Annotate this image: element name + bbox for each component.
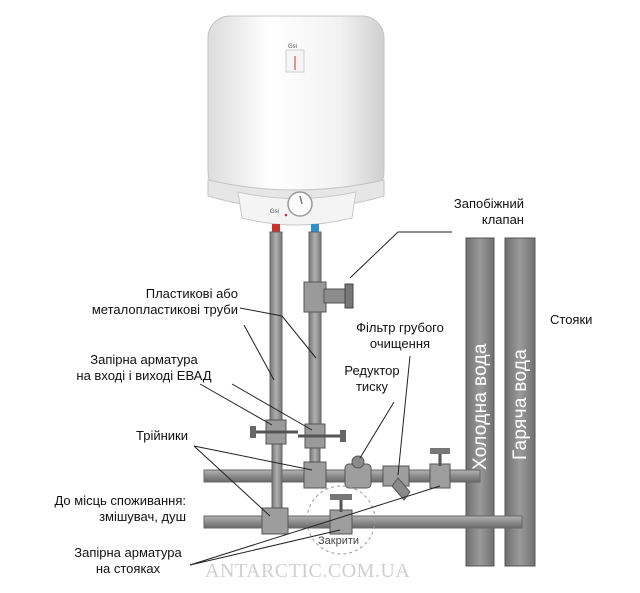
plastic-pipes-label-line1: Пластикові або — [145, 286, 238, 301]
shutoff-inout-label-line1: Запірна арматура — [90, 352, 198, 367]
safety-valve-label-line2: клапан — [481, 212, 524, 227]
risers-label: Стояки — [550, 312, 593, 327]
pressure-reducer-label-line1: Редуктор — [344, 363, 400, 378]
safety-valve — [303, 281, 354, 313]
hot-flex-pipe — [269, 231, 283, 423]
brand-mark-top: Gsi — [288, 44, 297, 50]
pressure-reducer — [344, 455, 372, 489]
shutoff-inout-label: Запірна арматура на вході і виході ЕВАД — [58, 352, 230, 384]
consumers-label-line2: змішувач, душ — [99, 509, 186, 524]
closed-valve-circle — [306, 485, 376, 555]
closed-label: Закрити — [318, 535, 360, 547]
coarse-filter — [382, 465, 411, 501]
tees-label: Трійники — [136, 428, 188, 443]
cold-flex-pipe — [308, 231, 322, 428]
shutoff-risers-label-line2: на стояках — [95, 561, 161, 576]
hot-outlet-marker — [272, 224, 280, 232]
hot-tee — [261, 507, 289, 535]
safety-valve-label: Запобіжний клапан — [404, 196, 524, 228]
hot-supply-pipe — [203, 515, 523, 529]
heater-outlet-shutoff-valve — [250, 419, 298, 445]
cold-water-riser — [465, 237, 495, 567]
heater-inlet-shutoff-valve — [298, 423, 346, 449]
consumers-label: До місць споживання: змішувач, душ — [10, 493, 186, 525]
cold-water-label: Холодна вода — [470, 343, 491, 470]
plastic-pipes-label: Пластикові або металопластикові труби — [58, 286, 238, 318]
closed-shutoff-valve — [329, 494, 353, 535]
leader-lines — [189, 231, 452, 566]
coarse-filter-label: Фільтр грубого очищення — [350, 320, 450, 352]
hot-water-riser — [504, 237, 536, 567]
shutoff-risers-label: Запірна арматура на стояках — [62, 545, 194, 577]
riser-cold-shutoff-valve — [429, 448, 451, 489]
plastic-pipes-label-line2: металопластикові труби — [91, 302, 238, 317]
consumers-label-line1: До місць споживання: — [54, 493, 186, 508]
shutoff-inout-label-line2: на вході і виході ЕВАД — [76, 368, 212, 383]
pressure-reducer-label-line2: тиску — [355, 379, 389, 394]
coarse-filter-label-line1: Фільтр грубого — [356, 320, 444, 335]
brand-mark-bottom: Gsi — [270, 209, 279, 215]
shutoff-risers-label-line1: Запірна арматура — [74, 545, 182, 560]
water-heater-tank — [207, 15, 385, 226]
cold-tee — [303, 461, 327, 489]
leader-safety-valve — [349, 231, 452, 279]
coarse-filter-label-line2: очищення — [369, 336, 431, 351]
cold-inlet-marker — [311, 224, 319, 232]
safety-valve-label-line1: Запобіжний — [453, 196, 524, 211]
pressure-reducer-label: Редуктор тиску — [332, 363, 412, 395]
watermark: ANTARCTIC.COM.UA — [205, 560, 411, 582]
hot-water-label: Гаряча вода — [510, 348, 531, 460]
